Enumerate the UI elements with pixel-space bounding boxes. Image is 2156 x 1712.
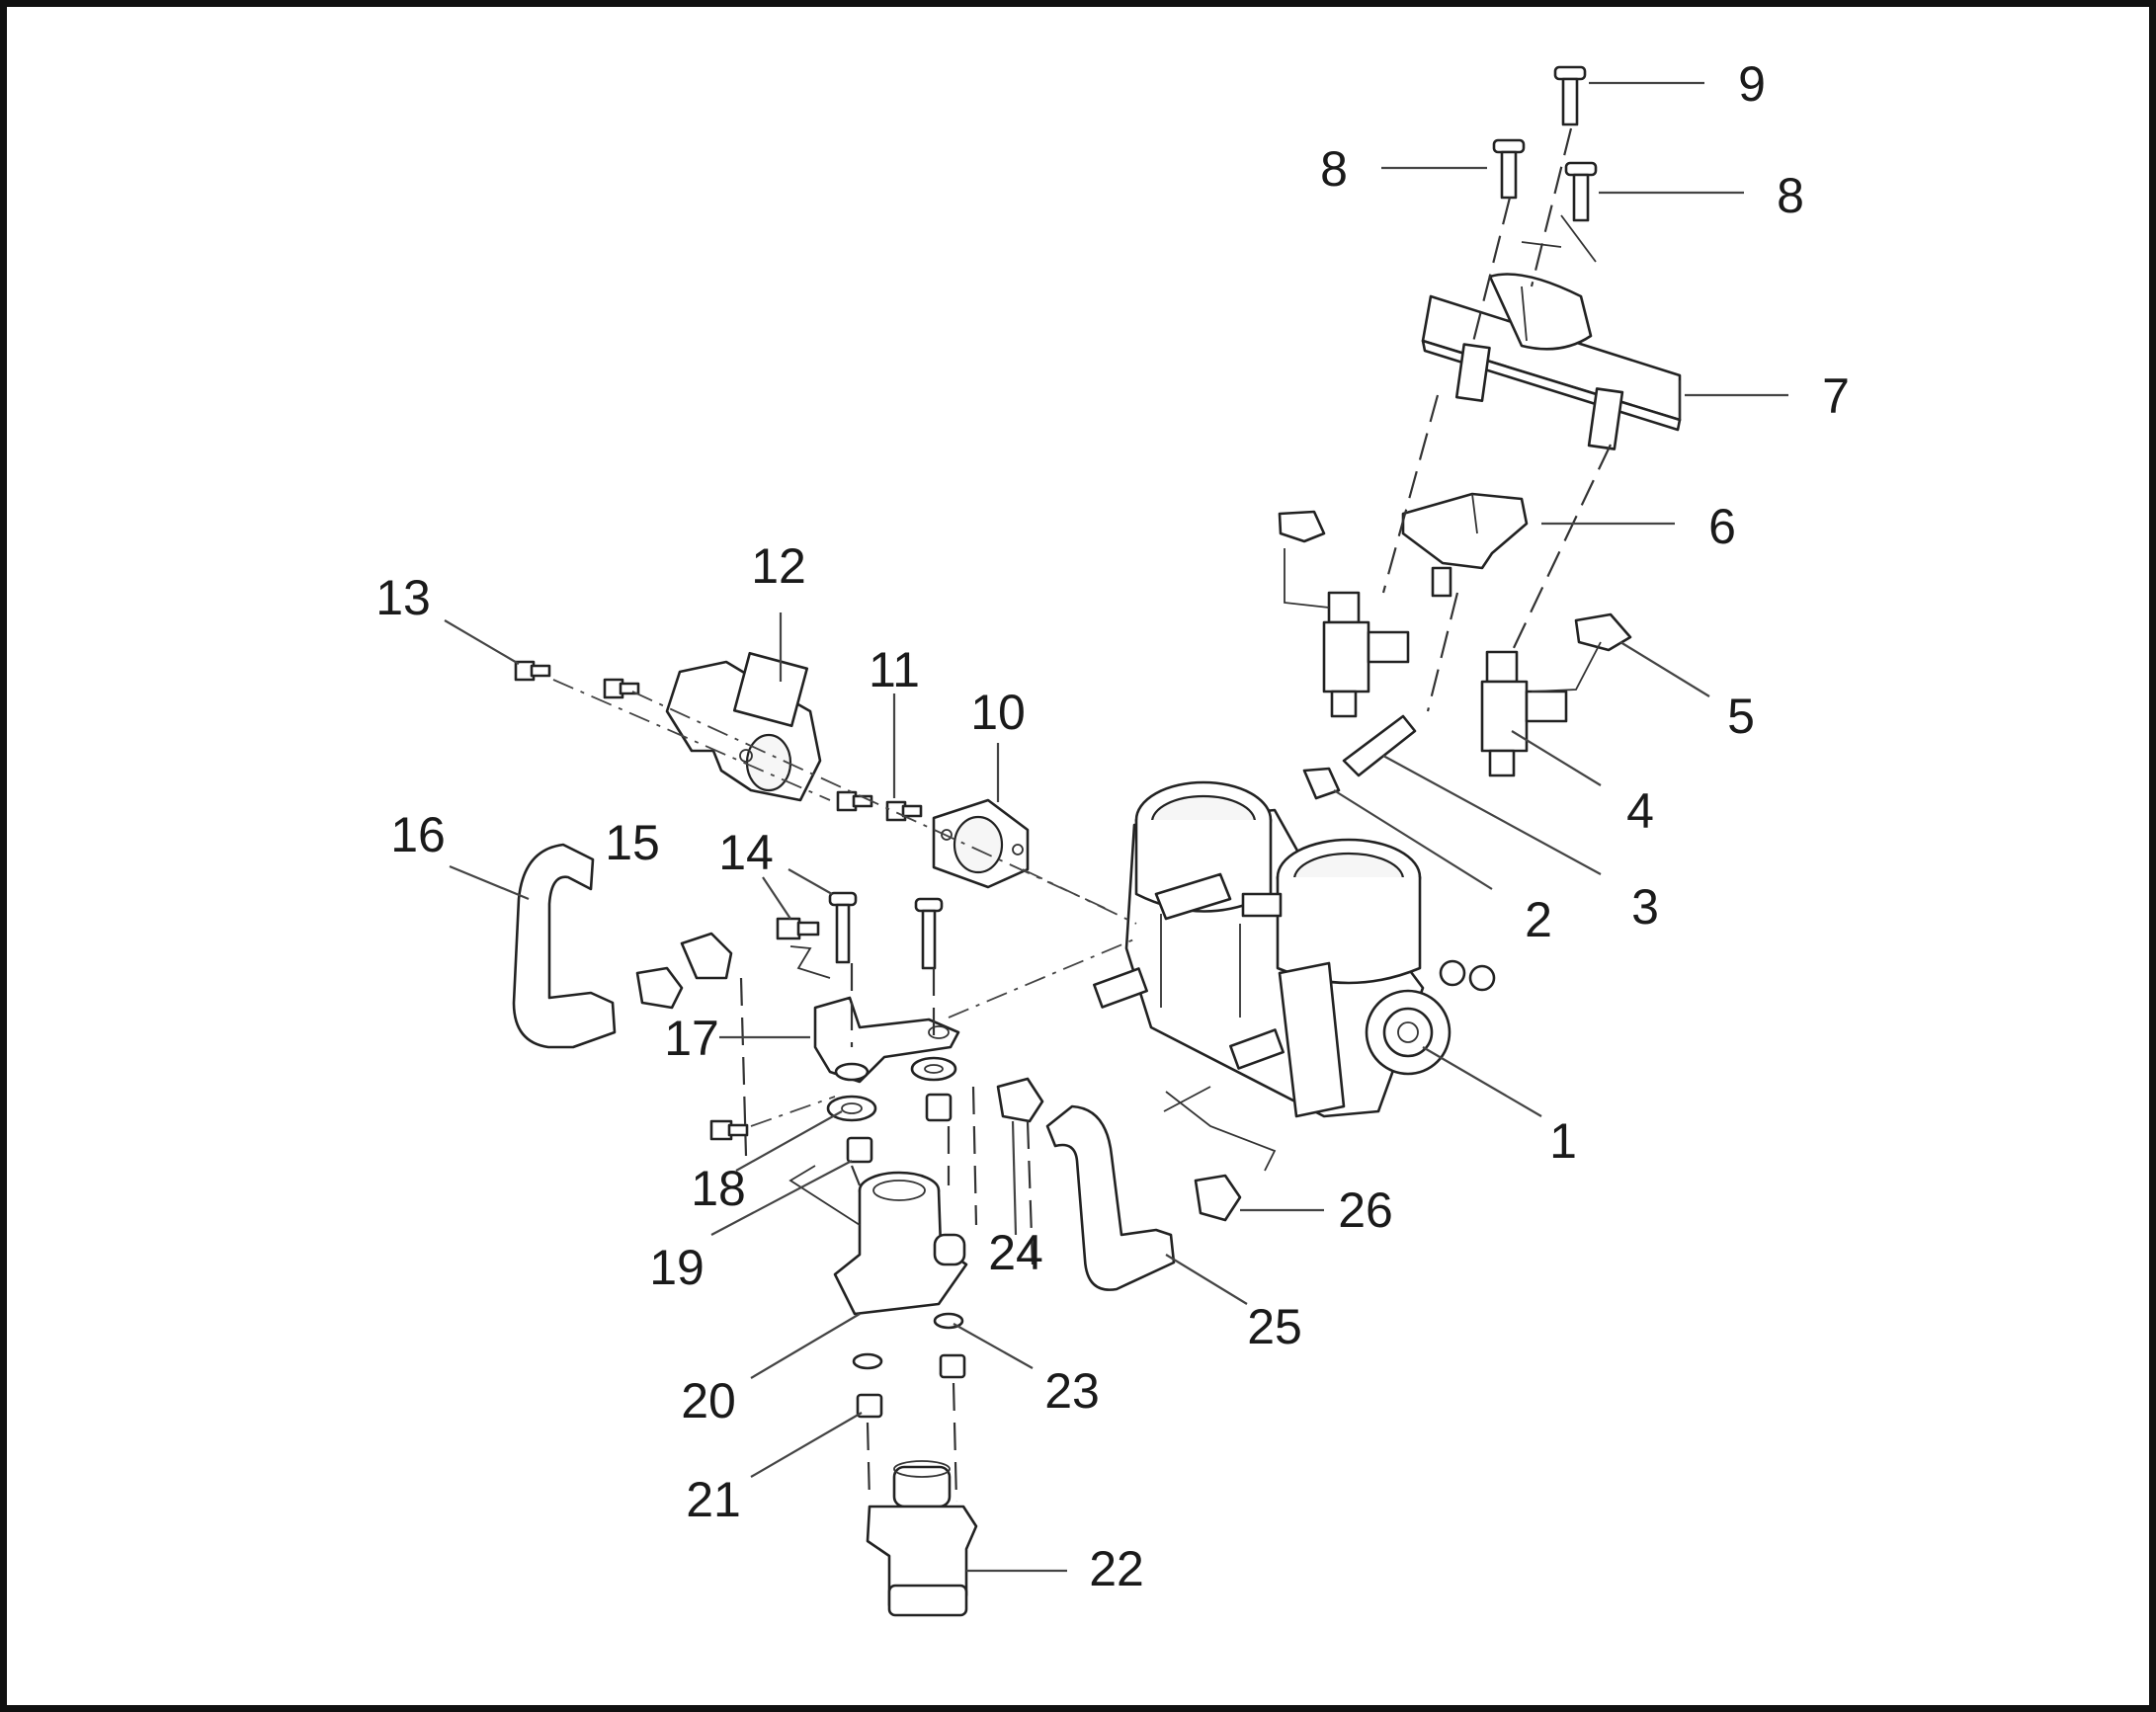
part-throttle-body: [1093, 780, 1496, 1118]
part-sensor-12: [665, 651, 822, 802]
callout-2: 2: [1525, 892, 1552, 947]
callout-17: 17: [664, 1011, 719, 1066]
part-clip-26: [1194, 1174, 1242, 1222]
part-housing-20: [833, 1171, 968, 1316]
part-sensor-6: [1401, 492, 1529, 598]
callout-labels: 1 2 3 4 5 6 7 8 8 9 10 11 12 13 14 15 16…: [375, 56, 1850, 1596]
part-clip-2: [1302, 767, 1341, 800]
part-bolt-8-left: [1492, 138, 1526, 200]
part-clip-15a: [680, 932, 733, 980]
part-actuator-22: [866, 1460, 978, 1617]
callout-12: 12: [751, 538, 806, 594]
part-nut-23: [939, 1353, 966, 1379]
part-washer-21: [852, 1352, 883, 1370]
part-screw-13b: [603, 678, 640, 699]
callout-7: 7: [1822, 368, 1850, 424]
part-injector-left: [1322, 591, 1410, 718]
part-bolt-8-right: [1564, 161, 1598, 222]
part-bolt-14a: [828, 891, 858, 964]
part-screw-11b: [885, 800, 923, 822]
assembly-lines: [552, 127, 1612, 1503]
part-bush-b: [925, 1093, 953, 1122]
part-clip-24: [996, 1077, 1044, 1123]
callout-26: 26: [1338, 1182, 1393, 1238]
part-washer-b: [910, 1056, 957, 1082]
part-bolt-9: [1553, 65, 1587, 126]
callout-22: 22: [1089, 1541, 1144, 1596]
part-fuel-rail: [1421, 273, 1682, 450]
part-hose-16: [512, 843, 617, 1049]
callout-3: 3: [1631, 879, 1659, 935]
part-clip-5: [1574, 612, 1632, 652]
callout-13: 13: [375, 570, 431, 625]
part-washer-18a: [834, 1062, 870, 1082]
callout-4: 4: [1626, 783, 1654, 839]
part-bush-19: [846, 1136, 873, 1164]
callout-9: 9: [1738, 56, 1766, 112]
part-screw-13a: [514, 660, 551, 682]
callout-6: 6: [1708, 499, 1736, 554]
callout-18: 18: [691, 1161, 746, 1216]
callout-20: 20: [681, 1373, 736, 1428]
callout-5: 5: [1727, 689, 1755, 744]
callout-15: 15: [605, 815, 660, 870]
part-screw-15: [776, 917, 820, 940]
part-clip-left: [1278, 510, 1326, 543]
callout-8-right: 8: [1777, 168, 1804, 223]
part-spacer-18: [826, 1095, 877, 1122]
part-hose-3: [1342, 714, 1417, 777]
callout-10: 10: [970, 685, 1026, 740]
callout-16: 16: [390, 807, 446, 862]
callout-25: 25: [1247, 1299, 1302, 1354]
leader-lines: [444, 81, 1788, 1573]
callout-8-left: 8: [1320, 141, 1348, 197]
part-screw-11a: [836, 790, 873, 812]
callout-21: 21: [686, 1472, 741, 1527]
part-hose-25: [1045, 1104, 1176, 1291]
part-gasket-10: [932, 798, 1030, 889]
part-nut-21: [856, 1393, 883, 1419]
callout-11: 11: [869, 642, 920, 697]
callout-24: 24: [988, 1225, 1043, 1280]
part-bolt-14b: [914, 897, 944, 970]
callout-14: 14: [718, 825, 774, 880]
part-clip-15b: [635, 966, 684, 1010]
callout-1: 1: [1549, 1113, 1577, 1169]
callout-19: 19: [649, 1240, 705, 1295]
callout-23: 23: [1044, 1363, 1100, 1419]
part-screw-18: [709, 1119, 749, 1141]
